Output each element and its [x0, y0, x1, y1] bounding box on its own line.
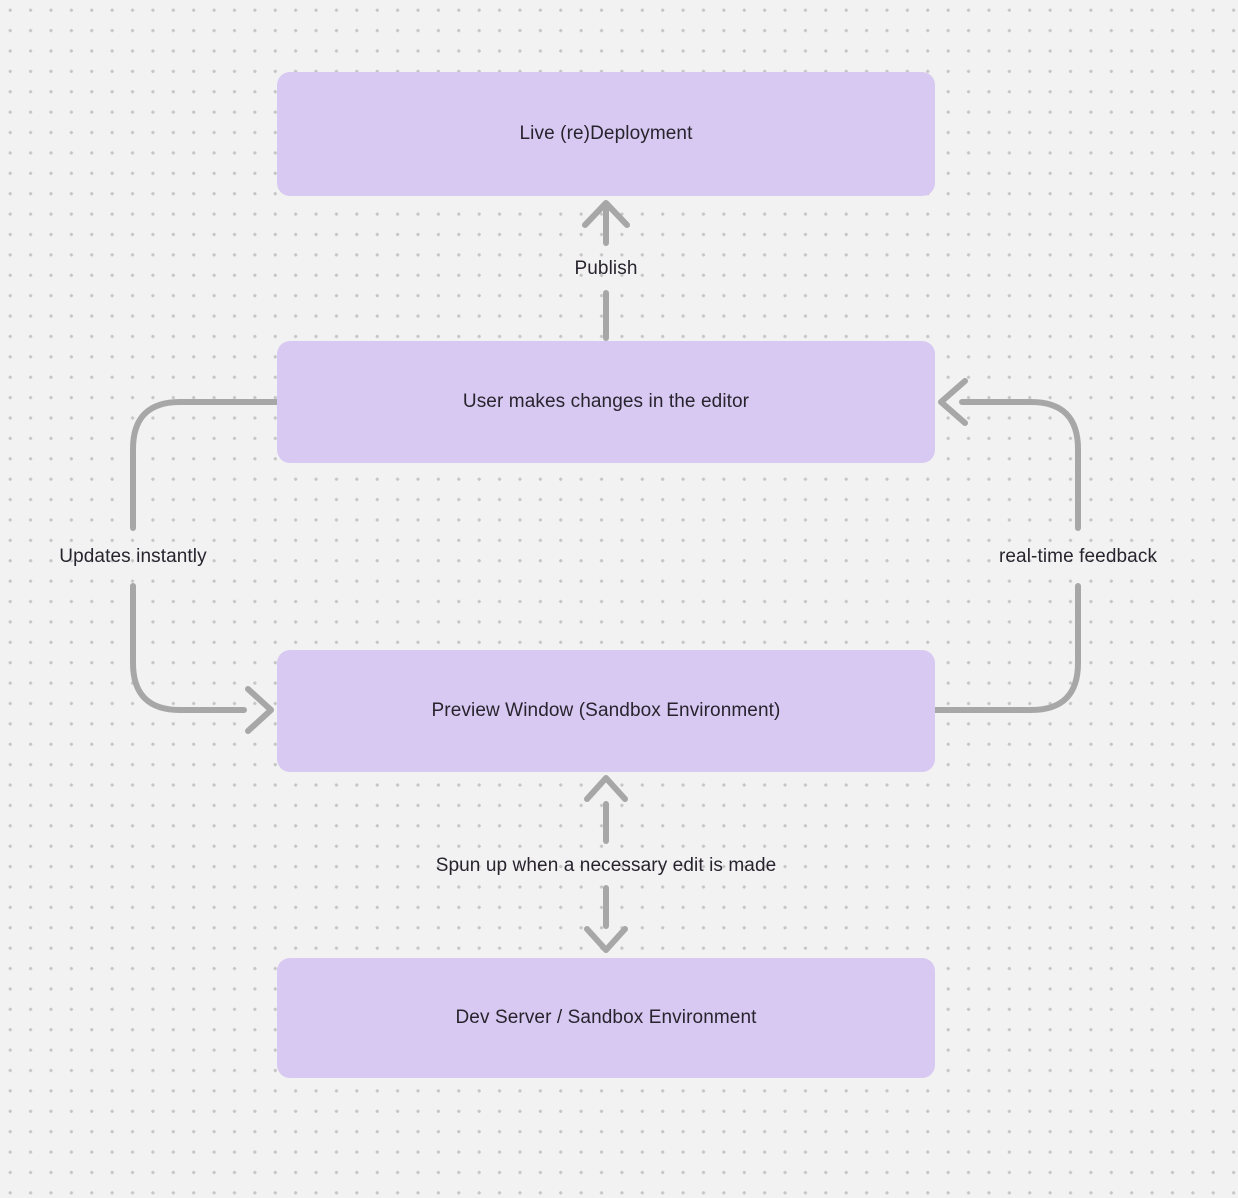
edge-publish	[582, 200, 630, 341]
edge-updates-segment-lower	[130, 583, 247, 713]
edge-realtime-feedback	[932, 378, 1081, 713]
edge-label-realtime-feedback: real-time feedback	[998, 546, 1158, 567]
edge-feedback-segment-lower	[932, 583, 1081, 713]
node-preview-window: Preview Window (Sandbox Environment)	[277, 650, 935, 772]
edge-label-spun-up: Spun up when a necessary edit is made	[435, 855, 777, 876]
node-live-redeployment-label: Live (re)Deployment	[519, 123, 693, 144]
edge-updates-segment-upper	[130, 399, 280, 531]
node-user-editor-label: User makes changes in the editor	[462, 391, 750, 412]
arrowhead-up-icon	[582, 200, 630, 228]
arrowhead-right-icon	[245, 686, 274, 734]
edge-feedback-segment-upper	[959, 399, 1081, 531]
edge-label-publish: Publish	[574, 258, 638, 279]
node-dev-server: Dev Server / Sandbox Environment	[277, 958, 935, 1078]
arrowhead-up-icon	[584, 775, 628, 802]
edge-label-updates-instantly: Updates instantly	[59, 546, 207, 567]
arrowhead-left-icon	[938, 378, 968, 426]
arrowhead-down-icon	[584, 926, 628, 953]
node-user-editor: User makes changes in the editor	[277, 341, 935, 463]
edge-spun-up	[584, 775, 628, 953]
edge-updates-instantly	[130, 399, 280, 734]
node-dev-server-label: Dev Server / Sandbox Environment	[455, 1007, 757, 1028]
node-live-redeployment: Live (re)Deployment	[277, 72, 935, 196]
node-preview-window-label: Preview Window (Sandbox Environment)	[431, 700, 781, 721]
